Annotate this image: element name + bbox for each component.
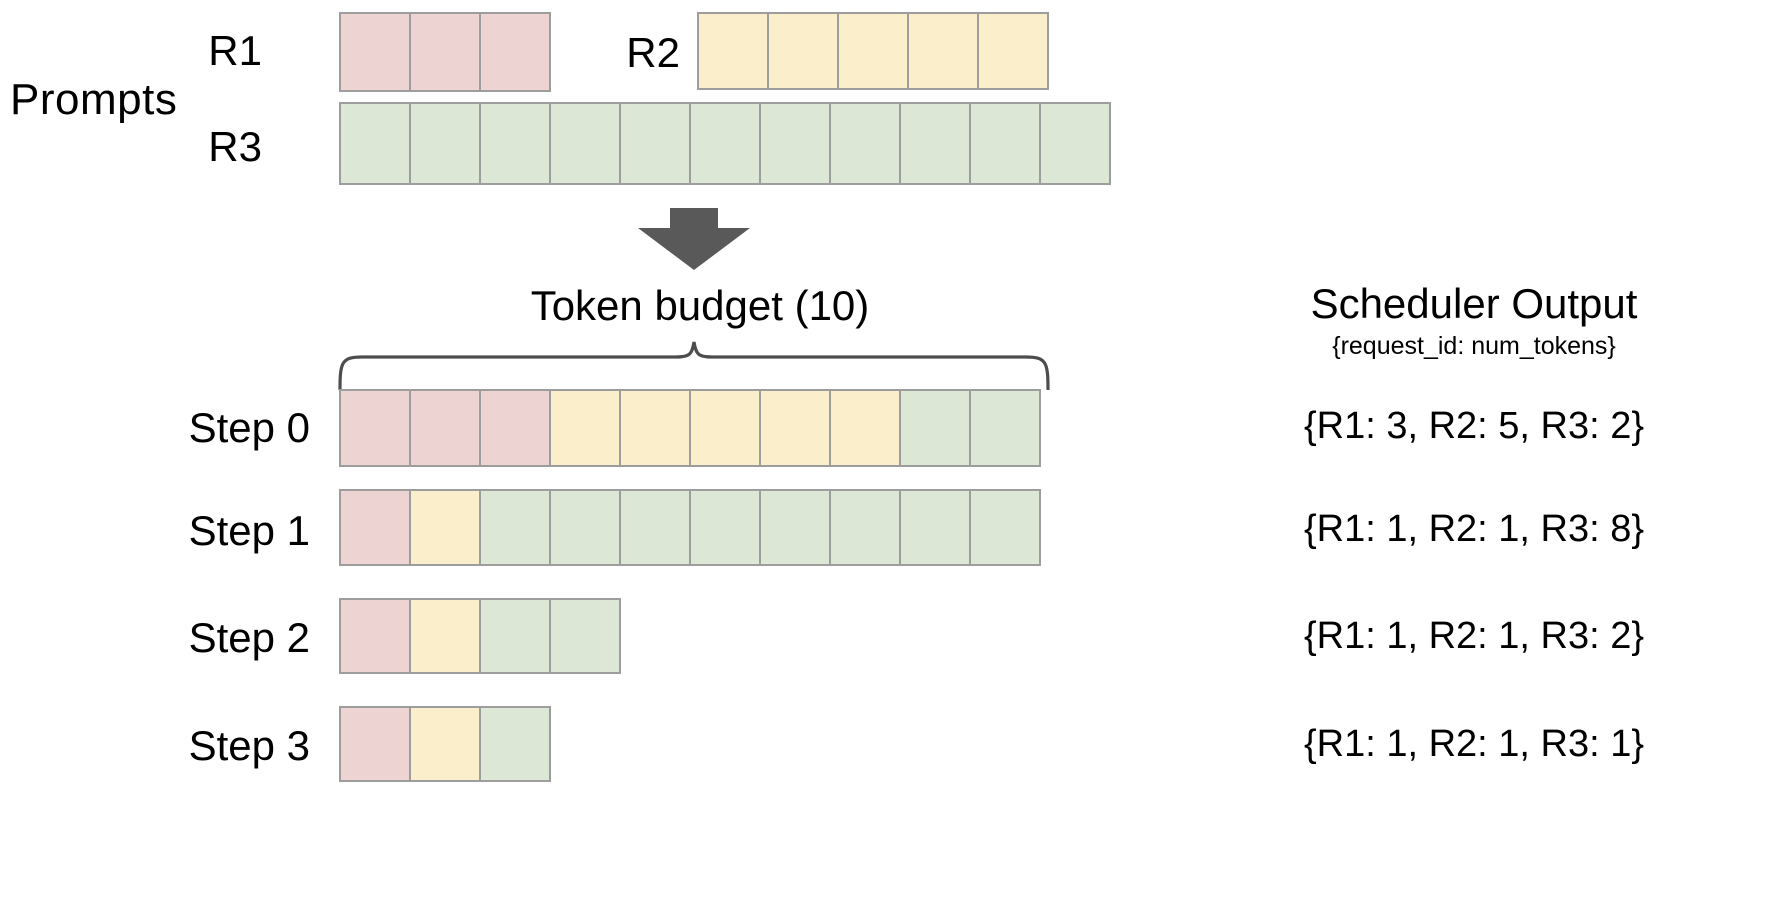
- token-cell-r2: [837, 12, 909, 90]
- token-cell-r2: [549, 389, 621, 467]
- step-label-2: Step 2: [188, 614, 310, 661]
- token-cell-r3: [899, 102, 971, 185]
- scheduler-output-2: {R1: 1, R2: 1, R3: 2}: [1303, 615, 1645, 657]
- token-cell-r2: [759, 389, 831, 467]
- scheduler-output-1: {R1: 1, R2: 1, R3: 8}: [1303, 508, 1645, 550]
- scheduler-output-title: Scheduler Output: [1310, 280, 1638, 327]
- token-cell-r3: [899, 389, 971, 467]
- prompt-label-r1: R1: [208, 27, 262, 74]
- token-cell-r3: [479, 102, 551, 185]
- token-cell-r1: [409, 389, 481, 467]
- scheduler-output-0: {R1: 3, R2: 5, R3: 2}: [1303, 405, 1645, 447]
- token-cell-r3: [759, 489, 831, 566]
- token-cell-r3: [479, 489, 551, 566]
- prompts-section-label: Prompts: [10, 75, 178, 124]
- prompt-label-r3: R3: [208, 123, 262, 170]
- prompt-token-strip-r2: [697, 12, 1049, 90]
- token-cell-r3: [969, 102, 1041, 185]
- down-arrow-icon: [630, 208, 758, 272]
- token-cell-r2: [697, 12, 769, 90]
- token-cell-r3: [479, 706, 551, 782]
- token-cell-r3: [829, 102, 901, 185]
- token-cell-r2: [767, 12, 839, 90]
- token-cell-r2: [829, 389, 901, 467]
- step-token-strip-3: [339, 706, 551, 782]
- step-label-3: Step 3: [188, 722, 310, 769]
- token-cell-r3: [759, 102, 831, 185]
- step-label-1: Step 1: [188, 507, 310, 554]
- token-cell-r1: [409, 12, 481, 92]
- token-cell-r2: [409, 598, 481, 674]
- token-cell-r1: [339, 489, 411, 566]
- token-cell-r3: [549, 598, 621, 674]
- token-cell-r3: [479, 598, 551, 674]
- token-cell-r3: [969, 489, 1041, 566]
- token-cell-r3: [689, 102, 761, 185]
- token-cell-r1: [339, 706, 411, 782]
- token-cell-r3: [619, 489, 691, 566]
- token-cell-r1: [479, 12, 551, 92]
- token-cell-r3: [549, 489, 621, 566]
- token-cell-r3: [899, 489, 971, 566]
- curly-brace-icon: [336, 340, 1052, 391]
- step-token-strip-2: [339, 598, 621, 674]
- token-cell-r2: [907, 12, 979, 90]
- token-cell-r1: [339, 12, 411, 92]
- scheduler-output-subtitle: {request_id: num_tokens}: [1332, 332, 1616, 360]
- prompt-label-r2: R2: [626, 29, 680, 76]
- token-cell-r3: [549, 102, 621, 185]
- token-cell-r2: [977, 12, 1049, 90]
- token-cell-r3: [1039, 102, 1111, 185]
- prompt-token-strip-r1: [339, 12, 551, 92]
- step-token-strip-1: [339, 489, 1041, 566]
- token-cell-r2: [409, 489, 481, 566]
- step-label-0: Step 0: [188, 404, 310, 451]
- token-cell-r1: [339, 389, 411, 467]
- token-cell-r3: [969, 389, 1041, 467]
- token-cell-r3: [829, 489, 901, 566]
- token-cell-r3: [689, 489, 761, 566]
- token-budget-label: Token budget (10): [530, 282, 870, 329]
- step-token-strip-0: [339, 389, 1041, 467]
- token-cell-r2: [619, 389, 691, 467]
- scheduler-output-3: {R1: 1, R2: 1, R3: 1}: [1303, 723, 1645, 765]
- token-cell-r3: [409, 102, 481, 185]
- token-cell-r1: [339, 598, 411, 674]
- token-cell-r3: [339, 102, 411, 185]
- token-cell-r3: [619, 102, 691, 185]
- prompt-token-strip-r3: [339, 102, 1111, 185]
- token-cell-r2: [409, 706, 481, 782]
- token-cell-r1: [479, 389, 551, 467]
- token-cell-r2: [689, 389, 761, 467]
